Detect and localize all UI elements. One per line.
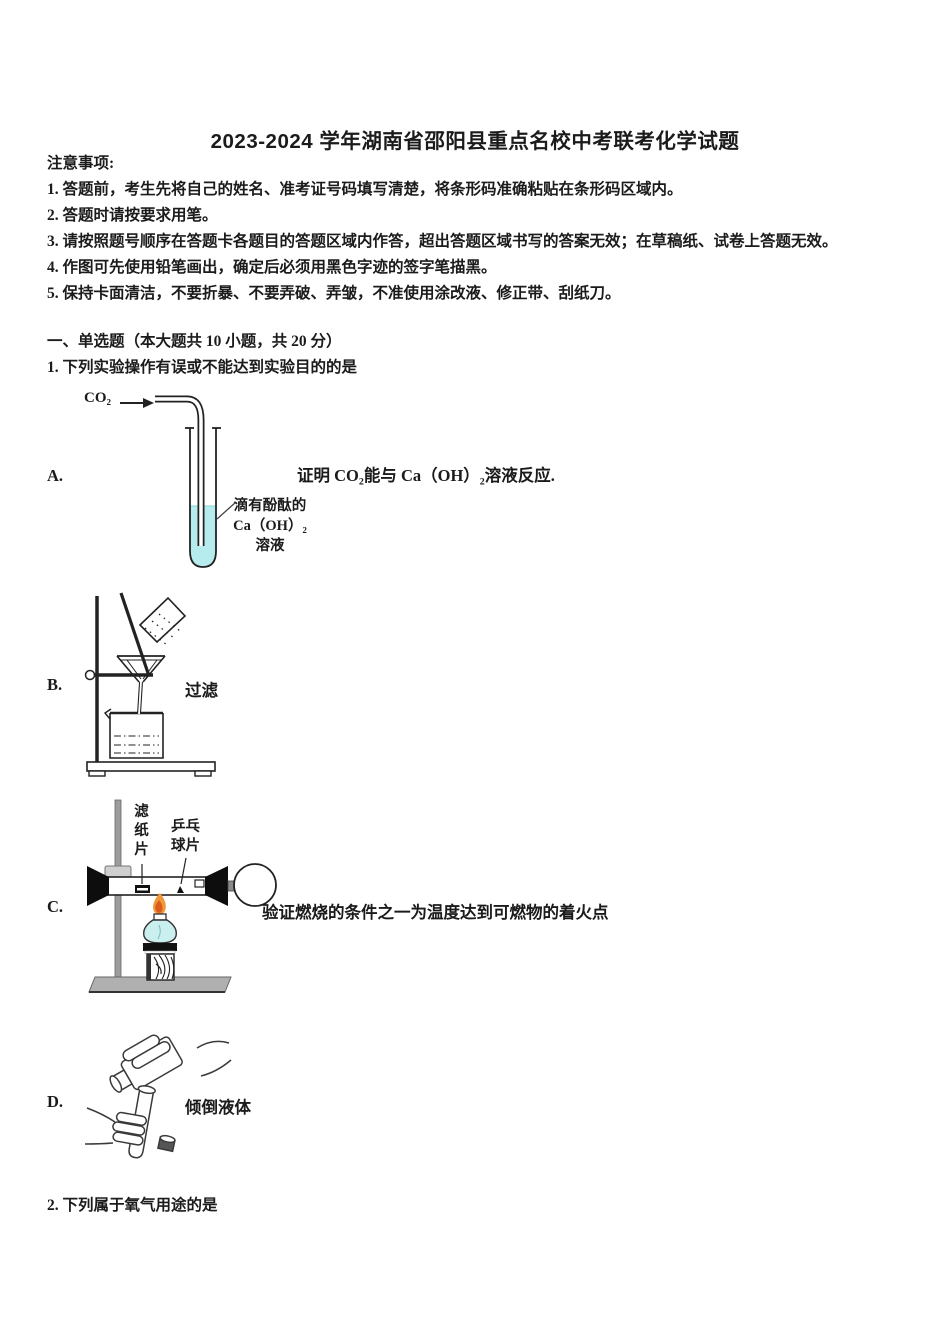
notice-item-2: 2. 答题时请按要求用笔。 [47,207,218,224]
iron-stand [84,596,216,777]
pingpong-ball-piece [177,886,184,893]
solution-label: 滴有酚酞的 Ca（OH）₂ 溶液 [233,498,307,554]
option-a-description: 证明 CO₂能与 Ca（OH）₂溶液反应. [297,466,555,485]
option-a-letter: A. [47,466,64,485]
pingpong-pointer [180,857,187,885]
option-c-combustion-diagram [87,799,277,993]
option-a-test-tube-diagram [120,395,237,568]
wrist-lines [196,1040,232,1077]
label-pointer-line [216,501,237,520]
pingpong-label: 乒乓球片 [171,819,200,854]
finger [112,1131,144,1146]
notice-heading: 注意事项: [47,155,115,172]
pouring-beaker [138,596,187,646]
co2-gas-label: CO₂ [84,390,111,406]
left-stopper [87,866,109,906]
page-title: 2023-2024 学年湖南省邵阳县重点名校中考联考化学试题 [210,129,740,153]
option-c-description: 验证燃烧的条件之一为温度达到可燃物的着火点 [262,903,609,922]
notice-item-4: 4. 作图可先使用铅笔画出，确定后必须用黑色字迹的签字笔描黑。 [47,259,497,276]
question-1-text: 1. 下列实验操作有误或不能达到实验目的的是 [47,359,358,376]
glass-rod [119,592,151,677]
notice-item-1: 1. 答题前，考生先将自己的姓名、准考证号码填写清楚，将条形码准确粘贴在条形码区… [47,181,683,198]
option-b-filtration-diagram [84,592,216,777]
finger [115,1111,148,1126]
bottle-stopper [157,1134,176,1153]
gas-delivery-tube [155,395,205,546]
glass-tube [106,876,208,896]
filter-paper [126,659,158,680]
filter-paper-label: 滤纸片 [134,804,149,858]
option-d-letter: D. [47,1092,64,1111]
wood-block [146,953,175,981]
right-stopper [205,866,228,906]
lower-beaker [103,708,164,759]
option-d-pouring-diagram [84,1034,232,1159]
rubber-bulb [233,863,277,907]
option-c-letter: C. [47,897,64,916]
gas-flow-arrow [120,398,154,408]
notice-item-3: 3. 请按照题号顺序在答题卡各题目的答题区域内作答，超出答题区域书写的答案无效；… [47,233,838,250]
arm-lines [84,1107,116,1145]
option-d-description: 倾倒液体 [185,1098,251,1117]
flame [153,893,166,915]
notice-item-5: 5. 保持卡面清洁，不要折暴、不要弄破、弄皱，不准使用涂改液、修正带、刮纸刀。 [47,285,621,302]
option-b-letter: B. [47,675,63,694]
hand-with-bottle [109,1034,183,1093]
option-b-description: 过滤 [185,681,218,700]
finger [112,1121,146,1136]
alcohol-lamp [143,913,177,954]
question-2-text: 2. 下列属于氧气用途的是 [47,1197,218,1214]
funnel [116,655,166,715]
section-heading: 一、单选题（本大题共 10 小题，共 20 分） [47,333,342,350]
held-test-tube [112,1085,156,1159]
